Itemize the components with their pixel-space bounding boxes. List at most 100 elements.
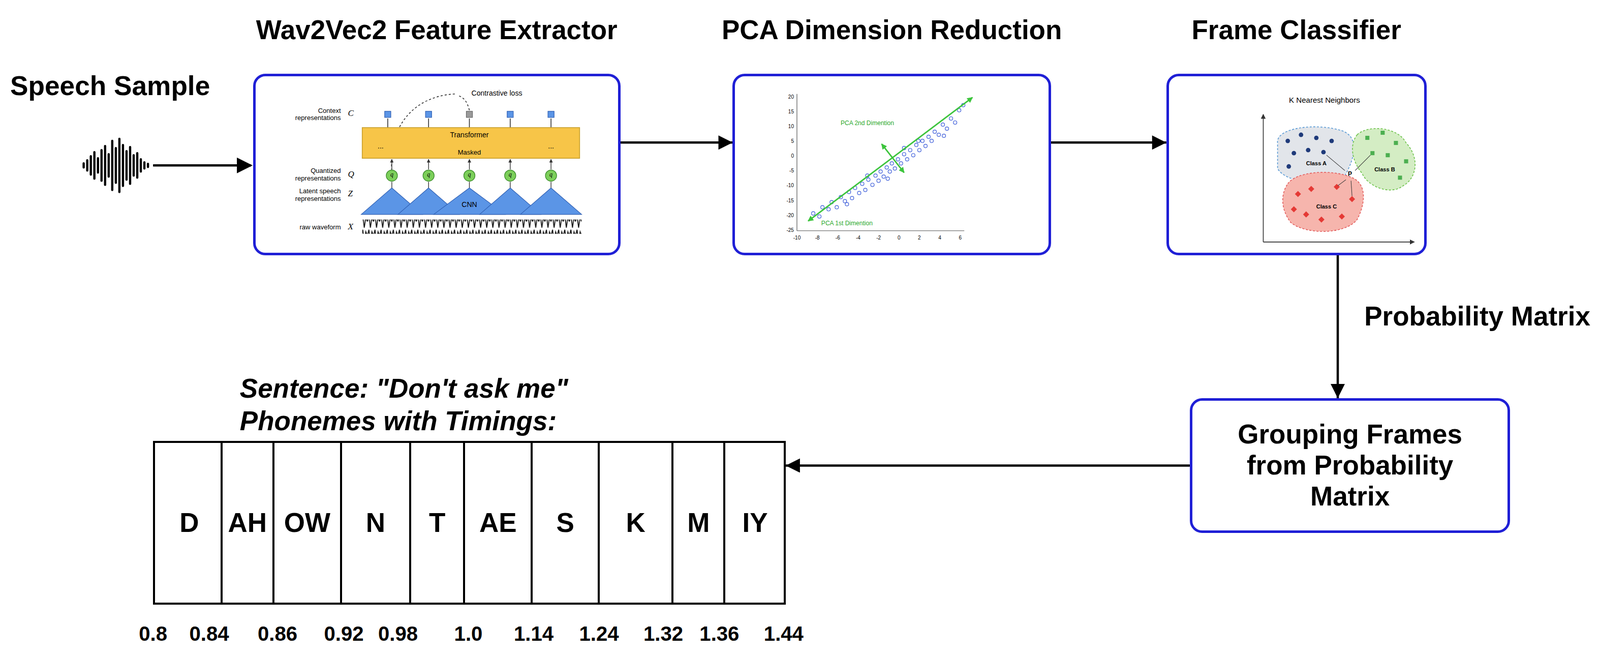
knn-illustration-part-part: [1337, 179, 1346, 186]
pca-illustration-part-part: [845, 202, 849, 206]
pca-illustration-part-part: [878, 169, 883, 174]
knn-illustration-part-part: [1286, 164, 1291, 169]
axis-tick: -6: [835, 234, 841, 241]
knn-illustration-part-part: [1298, 132, 1304, 138]
pca-illustration-part-part: [917, 148, 921, 152]
waveform-icon-part: [83, 138, 148, 192]
math-symbol: Z: [348, 189, 353, 200]
pca-illustration-part-part: [899, 161, 903, 166]
quantizer-label: q: [549, 171, 553, 179]
pca-illustration-part-part: [905, 157, 909, 162]
axis-tick: 0: [897, 234, 901, 241]
wav2vec-illustration-part: [547, 111, 555, 118]
pca-illustration-part-part: [811, 211, 816, 215]
phoneme-cell: AE: [463, 442, 531, 602]
pca-illustration: [796, 94, 973, 231]
knn-illustration-part-part: [1291, 150, 1297, 156]
wav2vec-illustration-part: [545, 169, 557, 181]
knn-illustration-part-part: [1285, 138, 1290, 144]
wav2vec-illustration: [361, 94, 582, 234]
table-caption: Phonemes with Timings:: [239, 404, 569, 438]
math-symbol: C: [348, 108, 354, 119]
wav2vec-illustration-part: [466, 111, 473, 118]
knn-illustration-part-part: [1404, 159, 1409, 164]
wav2vec-illustration-part: [520, 187, 582, 214]
pca-illustration-part-part: [953, 120, 958, 125]
phoneme-label: IY: [742, 507, 768, 538]
knn-illustration-part-part: [1393, 140, 1398, 145]
wav2vec-illustration-part: [509, 118, 511, 128]
time-mark: 0.86: [257, 622, 298, 646]
knn-illustration-part: [1285, 132, 1334, 169]
block-label: Masked: [457, 148, 482, 157]
axis-tick: 0: [790, 152, 794, 160]
pca-illustration-part-part: [817, 214, 822, 219]
pca-illustration-part-part: [820, 205, 825, 209]
wav2vec-illustration-part: [458, 96, 470, 111]
phoneme-cell: T: [409, 442, 464, 602]
axis-tick: -25: [786, 227, 794, 234]
pca-illustration-part-part: [937, 133, 941, 137]
wav2vec-illustration-part: [387, 118, 389, 128]
stage-title: PCA Dimension Reduction: [721, 14, 1062, 46]
knn-illustration-part-part: [1313, 135, 1319, 141]
wav2vec-illustration-part: [362, 127, 580, 159]
time-mark: 0.92: [324, 622, 364, 646]
math-symbol: Q: [348, 169, 355, 180]
class-label: Class B: [1374, 166, 1395, 173]
phoneme-label: K: [626, 507, 646, 538]
table-caption: Sentence: "Don't ask me": [239, 372, 569, 405]
pca-illustration-part-part: [927, 135, 931, 139]
ellipsis: ...: [547, 141, 555, 150]
quantizer-label: q: [468, 171, 472, 179]
axis-tick: -15: [786, 197, 794, 204]
knn-illustration-part: [1282, 172, 1364, 232]
pca-illustration-part-part: [942, 134, 946, 138]
knn-illustration-part-part: [1305, 147, 1311, 153]
class-label: Class C: [1316, 202, 1337, 210]
knn-illustration-part: [1290, 183, 1356, 223]
quantizer-label: q: [508, 171, 512, 179]
knn-illustration-part-part: [1326, 155, 1345, 171]
knn-illustration-part: [1352, 128, 1415, 191]
axis-tick: 2: [917, 234, 921, 241]
ellipsis: ...: [377, 141, 384, 150]
time-mark: 1.24: [578, 622, 619, 646]
phoneme-cell: N: [340, 442, 410, 602]
phoneme-cell: D: [155, 442, 224, 602]
layer-label: raw waveform: [299, 222, 341, 231]
input-label: Speech Sample: [10, 70, 210, 102]
box-label: Grouping Frames from Probability Matrix: [1204, 418, 1496, 512]
wav2vec-illustration-part: [391, 159, 392, 170]
knn-illustration-part-part: [1338, 213, 1345, 220]
knn-illustration-part-part: [1329, 138, 1335, 144]
knn-illustration-part-part: [1321, 149, 1327, 155]
wav2vec-illustration-part: [422, 169, 435, 181]
axis-tick: 6: [958, 234, 962, 241]
wav2vec-illustration-part: [362, 219, 582, 234]
process-box: Grouping Frames from Probability Matrix: [1189, 397, 1511, 533]
layer-label: Context representations: [279, 107, 341, 122]
wav2vec-illustration-part: [550, 118, 552, 128]
knn-illustration-part: [1263, 114, 1265, 242]
axis-tick: -4: [855, 234, 861, 241]
block-label: CNN: [461, 199, 477, 208]
wav2vec-illustration-part: [550, 159, 551, 170]
pca-illustration-part-part: [893, 166, 897, 171]
pca-illustration-part-part: [908, 148, 912, 152]
flow-arrow: [620, 141, 733, 144]
axis-tick: -2: [876, 234, 881, 241]
phoneme-label: AH: [228, 507, 268, 538]
flow-arrow: [1051, 141, 1167, 144]
stage-title: Frame Classifier: [1191, 14, 1401, 46]
knn-illustration-part: [1326, 155, 1371, 196]
knn-illustration-part-part: [1303, 211, 1310, 218]
wav2vec-illustration-part: [425, 111, 432, 118]
wav2vec-illustration-part: [509, 159, 511, 170]
knn-illustration-part-part: [1380, 130, 1385, 135]
phoneme-label: S: [556, 507, 575, 538]
pca-illustration-part: [796, 230, 965, 231]
knn-illustration-part-part: [1350, 180, 1352, 196]
axis-tick: 20: [788, 94, 794, 101]
